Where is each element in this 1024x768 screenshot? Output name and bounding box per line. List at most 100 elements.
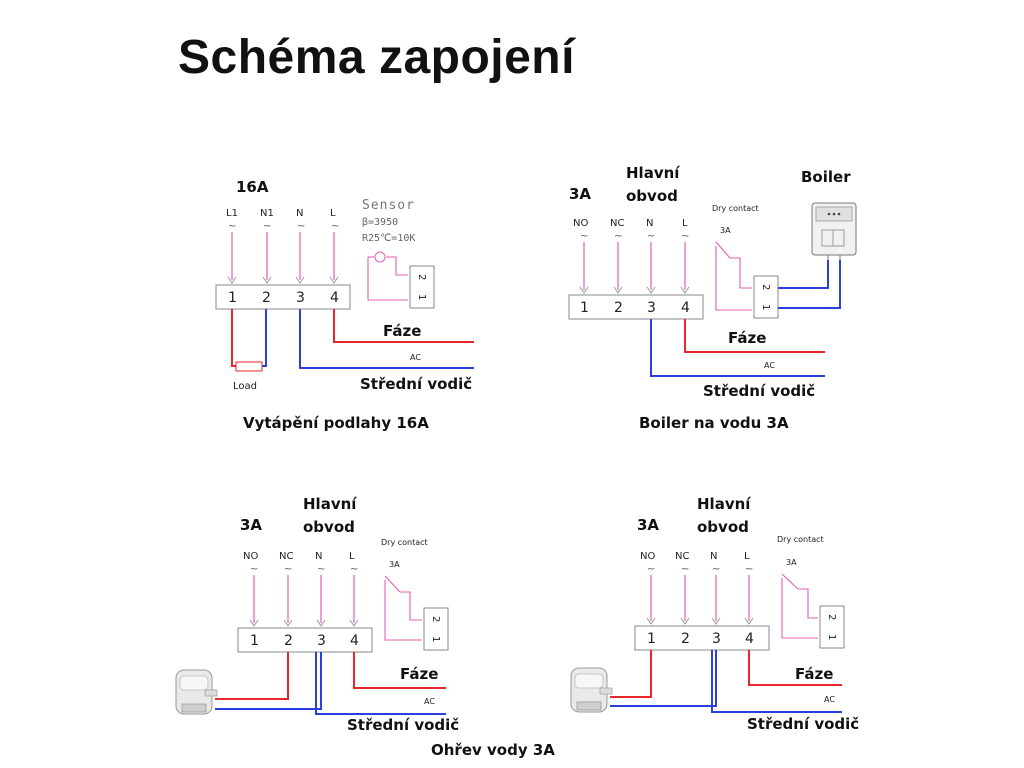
pin-label: 2 [826, 614, 837, 620]
terminal-number: 4 [745, 631, 754, 647]
tilde-mark: ~ [250, 564, 258, 575]
sensor-r25: R25℃=10K [362, 233, 415, 244]
terminal-label-no: NO [640, 551, 655, 562]
terminal-number: 1 [250, 633, 259, 649]
rating-label: 3A [637, 516, 659, 534]
main-circuit-label: obvod [697, 518, 749, 536]
phase-label: Fáze [728, 329, 766, 347]
valve-actuator-icon [175, 669, 218, 715]
terminal-number: 3 [317, 633, 326, 649]
terminal-block [237, 627, 373, 653]
sensor-title: Sensor [362, 198, 415, 213]
diagram-floor-heating: 16A L1 N1 N L ~ ~ ~ ~ 1 2 3 4 Sensor β=3… [215, 178, 474, 432]
rating-label: 16A [236, 178, 269, 196]
terminal-label-nc: NC [610, 218, 624, 229]
terminal-number: 2 [614, 300, 623, 316]
dry-contact-connector [819, 605, 845, 649]
dry-contact-wires [384, 575, 422, 641]
tilde-mark: ~ [580, 231, 588, 242]
tilde-mark: ~ [297, 221, 305, 232]
pin-label: 1 [760, 304, 771, 310]
main-circuit-label: obvod [303, 518, 355, 536]
terminal-label-l: L [744, 551, 750, 562]
phase-label: Fáze [400, 665, 438, 683]
ac-label: AC [424, 697, 435, 706]
sensor-connector [409, 265, 435, 309]
main-circuit-label: obvod [626, 187, 678, 205]
tilde-mark: ~ [614, 231, 622, 242]
dry-contact-label: Dry contact [777, 535, 824, 544]
terminal-number: 4 [681, 300, 690, 316]
tilde-mark: ~ [350, 564, 358, 575]
terminal-label-l: L [330, 208, 336, 219]
tilde-mark: ~ [647, 231, 655, 242]
tilde-mark: ~ [228, 221, 236, 232]
dry-contact-rating: 3A [720, 226, 731, 235]
tilde-mark: ~ [745, 564, 753, 575]
dry-contact-connector [423, 607, 449, 651]
main-circuit-label: Hlavní [697, 495, 751, 513]
pin-label: 2 [760, 284, 771, 290]
arrow-icons [227, 276, 339, 284]
pin-label: 1 [430, 636, 441, 642]
main-circuit-label: Hlavní [626, 164, 680, 182]
load-resistor-icon [235, 361, 263, 372]
tilde-mark: ~ [317, 564, 325, 575]
sensor-beta: β=3950 [362, 217, 398, 228]
tilde-mark: ~ [284, 564, 292, 575]
terminal-number: 2 [284, 633, 293, 649]
dry-contact-rating: 3A [389, 560, 400, 569]
neutral-label: Střední vodič [703, 382, 815, 400]
diagram-caption: Vytápění podlahy 16A [243, 414, 429, 432]
pin-label: 1 [826, 634, 837, 640]
tilde-mark: ~ [681, 231, 689, 242]
output-wires [650, 319, 825, 377]
diagram-caption: Boiler na vodu 3A [639, 414, 789, 432]
terminal-number: 1 [647, 631, 656, 647]
load-label: Load [233, 381, 257, 392]
terminal-number: 1 [580, 300, 589, 316]
input-wires [231, 232, 335, 280]
terminal-label-l1: L1 [226, 208, 238, 219]
main-circuit-label: Hlavní [303, 495, 357, 513]
tilde-mark: ~ [263, 221, 271, 232]
tilde-mark: ~ [712, 564, 720, 575]
terminal-label-nc: NC [675, 551, 689, 562]
ac-label: AC [764, 361, 775, 370]
terminal-number: 4 [350, 633, 359, 649]
arrow-icons [249, 619, 359, 627]
terminal-label-no: NO [243, 551, 258, 562]
rating-label: 3A [240, 516, 262, 534]
terminal-number: 2 [681, 631, 690, 647]
terminal-number: 3 [296, 290, 305, 306]
terminal-label-n: N [710, 551, 717, 562]
rating-label: 3A [569, 185, 591, 203]
pin-label: 1 [416, 294, 427, 300]
terminal-label-l: L [349, 551, 355, 562]
page-title: Schéma zapojení [178, 31, 575, 84]
dry-contact-connector [753, 275, 779, 319]
terminal-number: 3 [647, 300, 656, 316]
diagram-boiler: 3A Hlavní obvod Boiler NO NC N L ~ ~ ~ ~… [568, 164, 857, 432]
phase-label: Fáze [795, 665, 833, 683]
dry-contact-label: Dry contact [381, 538, 428, 547]
input-wires [253, 575, 355, 623]
terminal-block [215, 284, 351, 310]
terminal-number: 4 [330, 290, 339, 306]
boiler-wires [778, 260, 841, 309]
tilde-mark: ~ [331, 221, 339, 232]
input-wires [650, 575, 750, 621]
dry-contact-rating: 3A [786, 558, 797, 567]
terminal-label-n1: N1 [260, 208, 274, 219]
dry-contact-label: Dry contact [712, 204, 759, 213]
boiler-icon [811, 202, 857, 260]
neutral-label: Střední vodič [747, 715, 859, 733]
phase-label: Fáze [383, 322, 421, 340]
boiler-label: Boiler [801, 168, 851, 186]
terminal-number: 2 [262, 290, 271, 306]
tilde-mark: ~ [647, 564, 655, 575]
neutral-label: Střední vodič [360, 375, 472, 393]
terminal-number: 1 [228, 290, 237, 306]
terminal-label-n: N [646, 218, 653, 229]
